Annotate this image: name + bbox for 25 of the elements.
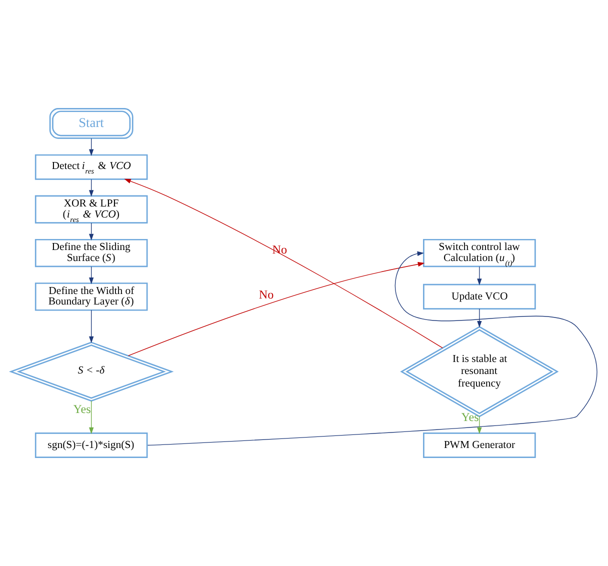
node-box: XOR & LPF (i$_{res}$ & VCO) — [34, 195, 148, 224]
arrow — [88, 266, 94, 284]
arrow — [477, 266, 482, 286]
node-box: Define the Width of Boundary Layer (δ) — [34, 282, 148, 311]
node-box: Detect i$_{res}$ & VCO — [34, 154, 148, 180]
arrow — [477, 416, 482, 434]
edge-label: Yes — [73, 402, 91, 416]
node-diamond: S < -δ — [8, 342, 174, 402]
arrow — [88, 222, 94, 241]
node-box: Switch control law Calculation (u$_{(t)}$) — [423, 238, 536, 268]
arrow — [128, 262, 425, 356]
arrow — [147, 251, 598, 446]
node-box: PWM Generator — [423, 432, 536, 458]
arrow — [88, 310, 94, 344]
arrow — [88, 400, 94, 434]
node-box: Update VCO — [423, 284, 536, 310]
node-box: sgn(S)=(-1)*sign(S) — [34, 432, 148, 458]
node-box: Start — [49, 108, 134, 139]
edge-label: No — [272, 242, 288, 257]
edge-label: No — [258, 287, 274, 302]
arrow — [477, 308, 482, 328]
arrow — [88, 179, 94, 197]
arrow — [124, 178, 443, 348]
node-box: Define the Sliding Surface (S) — [34, 238, 148, 268]
arrow — [88, 138, 94, 156]
